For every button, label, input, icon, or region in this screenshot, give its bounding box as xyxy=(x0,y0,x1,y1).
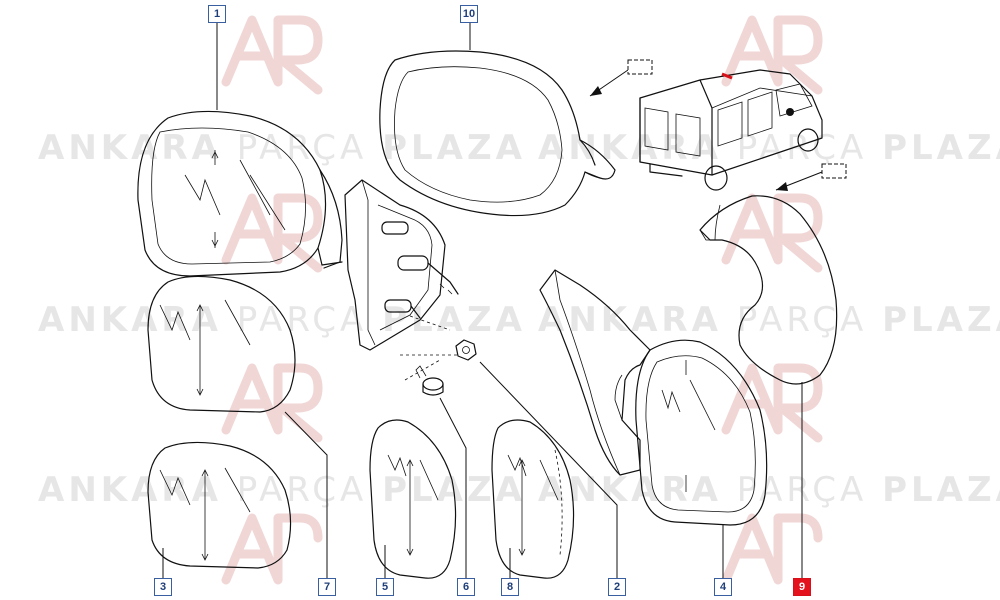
callout-3[interactable]: 3 xyxy=(154,578,172,596)
callout-2[interactable]: 2 xyxy=(608,578,626,596)
watermark-row-3: ANKARA PARÇA PLAZA xyxy=(38,470,526,510)
callout-7[interactable]: 7 xyxy=(318,578,336,596)
watermark-row-1b: ANKARA PARÇA PLAZA xyxy=(538,128,1000,168)
leader-lines xyxy=(162,20,803,578)
watermark-logo-icon xyxy=(221,15,823,585)
callout-5[interactable]: 5 xyxy=(376,578,394,596)
part-6-screw xyxy=(415,365,444,396)
part-4-mirror-glass-assembly xyxy=(635,339,768,526)
part-8-mirror-glass xyxy=(491,419,575,579)
housing-arrow-icon xyxy=(775,163,847,191)
callout-6[interactable]: 6 xyxy=(457,578,475,596)
watermark-row-2b: ANKARA PARÇA PLAZA xyxy=(538,300,1000,340)
callout-8[interactable]: 8 xyxy=(501,578,519,596)
callout-10[interactable]: 10 xyxy=(460,5,478,23)
watermark-row-1: ANKARA PARÇA PLAZA xyxy=(38,128,526,168)
adjuster-motor-unit xyxy=(344,179,460,381)
callout-9[interactable]: 9 xyxy=(793,578,811,596)
callout-4[interactable]: 4 xyxy=(714,578,732,596)
callout-1[interactable]: 1 xyxy=(208,5,226,23)
part-1-mirror-assembly xyxy=(137,110,343,277)
cover-arrow-icon xyxy=(589,59,653,97)
part-3-mirror-glass xyxy=(147,441,292,569)
vehicle-illustration xyxy=(639,69,823,191)
part-7-mirror-glass xyxy=(147,275,296,413)
part-10-mirror-cover xyxy=(379,50,616,217)
watermark-row-3b: ANKARA PARÇA PLAZA xyxy=(538,470,1000,510)
part-5-mirror-glass xyxy=(369,419,457,579)
hex-nut xyxy=(455,339,477,361)
watermark-row-2: ANKARA PARÇA PLAZA xyxy=(38,300,526,340)
part-2-mirror-base xyxy=(539,269,651,476)
